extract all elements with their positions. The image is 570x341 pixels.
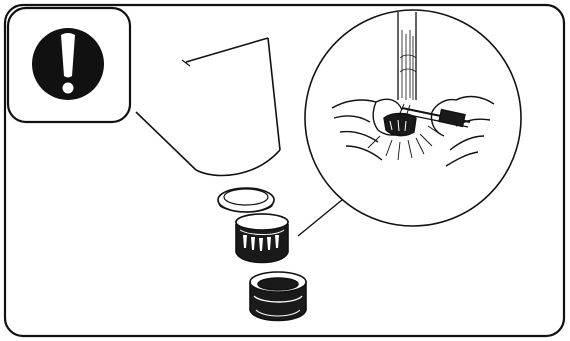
- warning-icon-box: [8, 8, 130, 122]
- aerator-housing: [250, 272, 306, 321]
- aerator-insert: [236, 214, 288, 263]
- exclamation-icon: [32, 28, 104, 100]
